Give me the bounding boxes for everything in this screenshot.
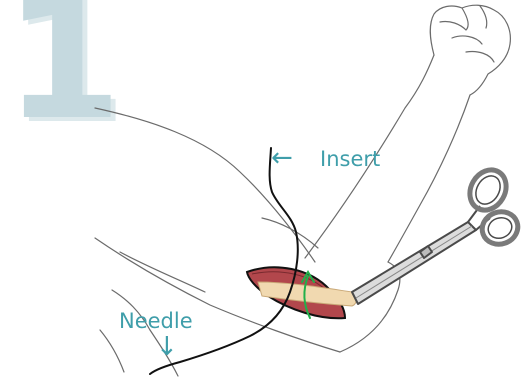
fist-outline xyxy=(430,5,510,95)
forceps-icon xyxy=(352,163,522,304)
needle-label: Needle xyxy=(119,309,193,333)
insert-label: Insert xyxy=(320,147,380,171)
arrow-left-icon: ← xyxy=(271,143,293,173)
arm-outline-upper xyxy=(95,108,315,262)
arrow-down-icon: ↓ xyxy=(156,332,178,362)
